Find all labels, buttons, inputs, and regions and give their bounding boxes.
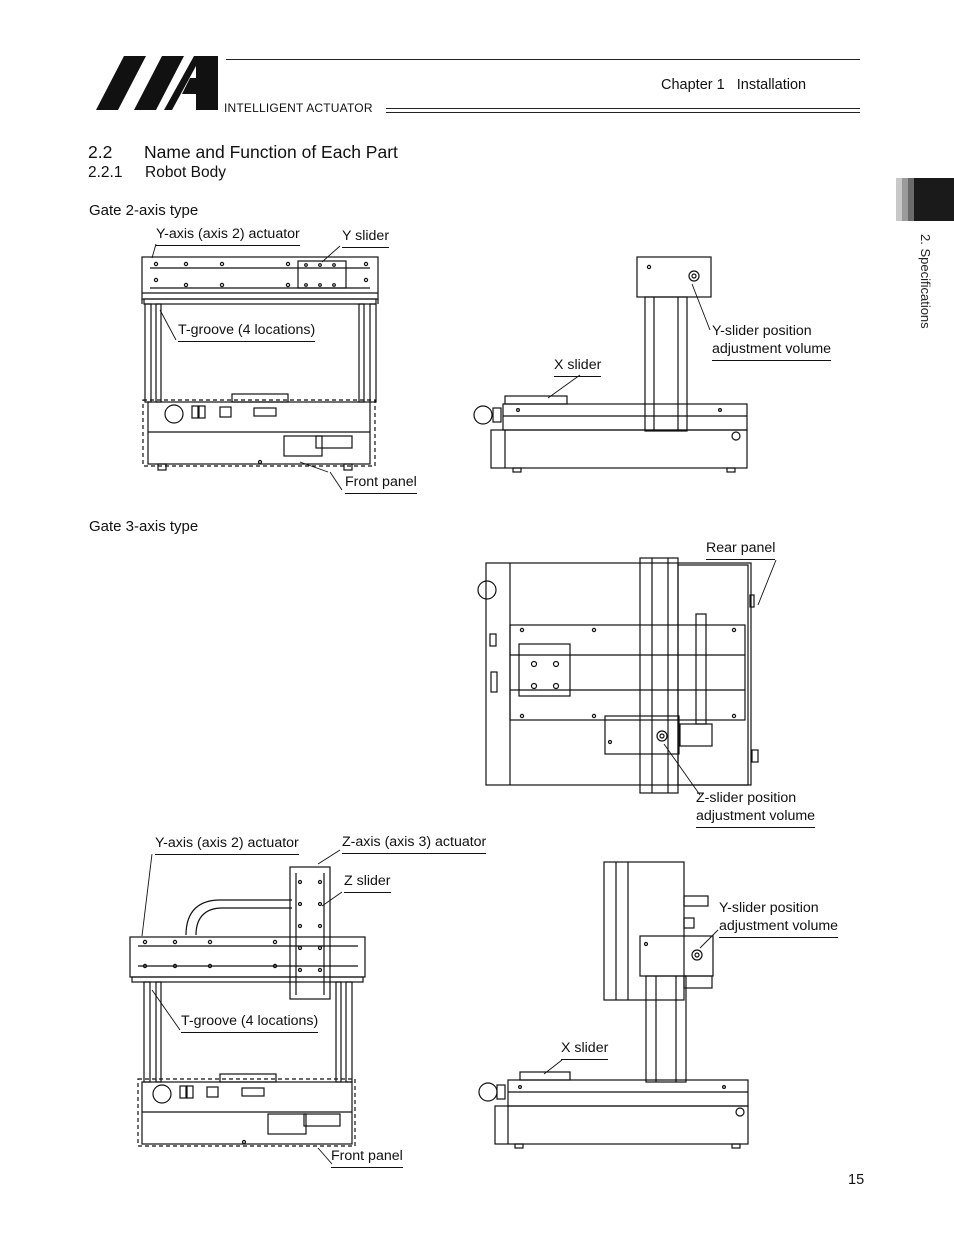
subsection-heading: 2.2.1 Robot Body: [88, 164, 226, 182]
subsection-number: 2.2.1: [88, 164, 123, 181]
label-g3-front-panel: Front panel: [331, 1148, 403, 1168]
gate3-top-leaders: [663, 559, 777, 796]
label-g3-x-slider: X slider: [561, 1040, 609, 1060]
label-g3-y-axis-actuator: Y-axis (axis 2) actuator: [155, 835, 299, 855]
chapter-heading: Chapter 1 Installation: [661, 77, 807, 93]
label-g3-z-slider-volume-2: adjustment volume: [696, 808, 816, 828]
gate3-front-view: [129, 866, 366, 1147]
gate2-front-leaders: [151, 243, 343, 491]
label-g3-z-axis-actuator: Z-axis (axis 3) actuator: [342, 834, 487, 854]
label-g2-front-panel: Front panel: [345, 474, 417, 494]
subsection-title: Robot Body: [145, 164, 226, 181]
section-number: 2.2: [88, 142, 113, 162]
side-tab-label: 2. Specifications: [918, 234, 933, 329]
gate3-front-leaders: [141, 849, 343, 1165]
gate3-side-leaders: [543, 929, 719, 1075]
header-rule-top: [226, 59, 860, 60]
section-heading: 2.2 Name and Function of Each Part: [88, 142, 398, 163]
section-title: Name and Function of Each Part: [144, 142, 398, 162]
label-g3-rear-panel: Rear panel: [706, 540, 776, 560]
label-g3-t-groove: T-groove (4 locations): [181, 1013, 319, 1033]
label-g3-y-slider-volume-1: Y-slider position: [719, 900, 819, 916]
label-g3-z-slider-volume-1: Z-slider position: [696, 790, 797, 806]
label-g3-y-slider-volume-2: adjustment volume: [719, 918, 839, 938]
gate2-front-view: [141, 256, 379, 471]
gate3-top-view: [477, 557, 759, 794]
gate2-side-leaders: [547, 283, 711, 399]
brand-text: INTELLIGENT ACTUATOR: [224, 101, 373, 115]
label-g3-z-slider: Z slider: [344, 873, 391, 893]
gate2-caption: Gate 2-axis type: [89, 202, 199, 219]
label-g2-y-slider-volume-1: Y-slider position: [712, 323, 812, 339]
label-g2-x-slider: X slider: [554, 357, 602, 377]
section-tab-marker: [896, 178, 954, 221]
label-g2-t-groove: T-groove (4 locations): [178, 322, 316, 342]
label-g2-y-slider-volume-2: adjustment volume: [712, 341, 832, 361]
gate2-side-view: [473, 256, 748, 473]
label-g2-y-axis-actuator: Y-axis (axis 2) actuator: [156, 226, 300, 246]
label-g2-y-slider: Y slider: [342, 228, 390, 248]
page-number: 15: [848, 1172, 865, 1188]
gate3-side-view: [478, 861, 749, 1149]
header-rule-bottom: [386, 108, 860, 113]
iai-logo: [96, 56, 218, 110]
gate3-caption: Gate 3-axis type: [89, 518, 199, 535]
